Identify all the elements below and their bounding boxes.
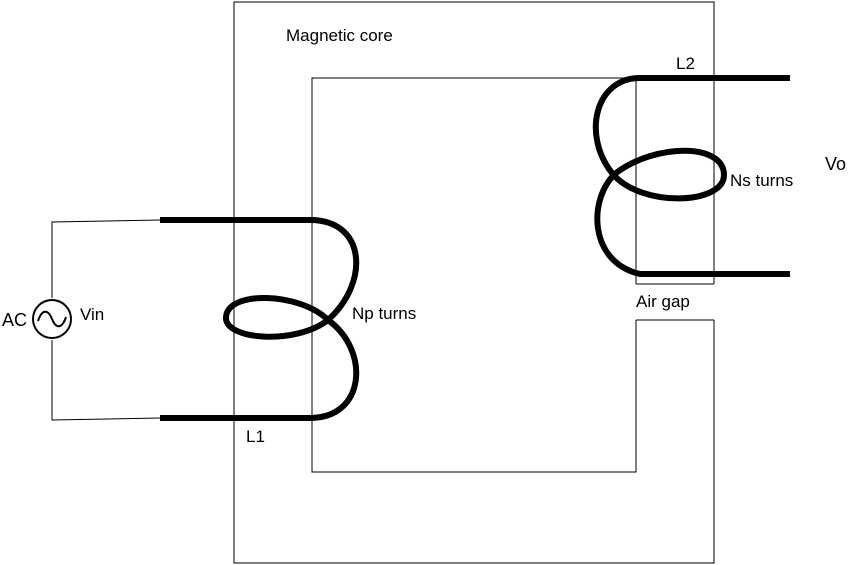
primary-upper-loop (160, 217, 360, 340)
core-outer-outline (233, 1, 715, 564)
magnetic-core-label: Magnetic core (286, 26, 393, 45)
ac-sine-source-icon (32, 299, 72, 339)
vin-label: Vin (80, 305, 104, 324)
air-gap-label: Air gap (636, 292, 690, 311)
source-wire-bottom (51, 340, 161, 421)
secondary-upper-loop (592, 75, 790, 202)
vo-label: Vo (825, 154, 846, 174)
l1-label: L1 (246, 427, 265, 446)
source-wire-top (51, 219, 161, 298)
primary-lower-loop (160, 317, 360, 421)
core-inner-outline (311, 77, 637, 473)
primary-winding (160, 217, 360, 421)
ns-turns-label: Ns turns (730, 171, 793, 190)
secondary-winding (592, 75, 790, 277)
np-turns-label: Np turns (352, 304, 416, 323)
l2-label: L2 (676, 54, 695, 73)
secondary-lower-loop (594, 170, 790, 277)
ac-label: AC (2, 310, 27, 330)
